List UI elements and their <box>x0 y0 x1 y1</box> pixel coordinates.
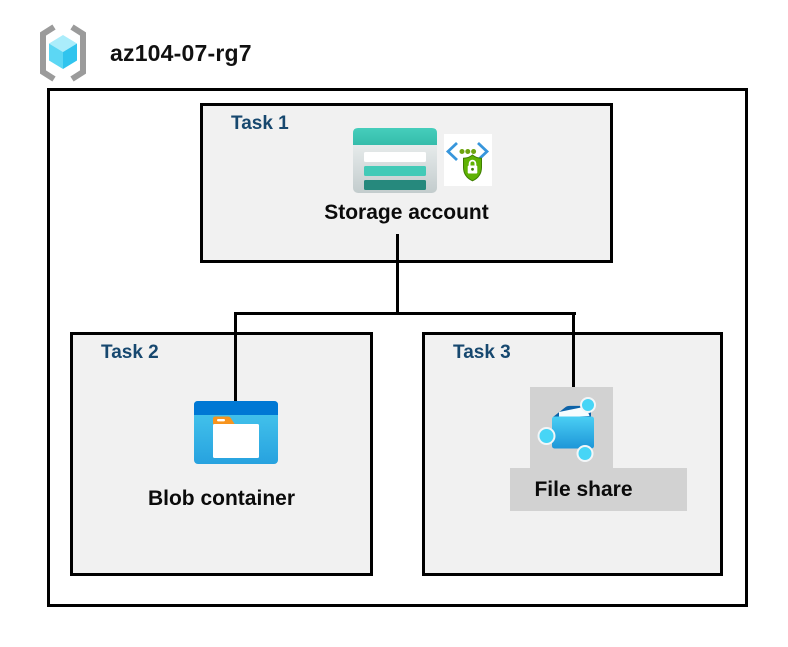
storage-account-icon <box>353 128 437 193</box>
connector-to-file-share <box>572 314 575 392</box>
connector-to-blob-container <box>234 314 237 401</box>
task1-box: Task 1 <box>200 103 613 263</box>
resource-group-name: az104-07-rg7 <box>110 40 252 66</box>
connector-storage-stem <box>396 234 399 314</box>
resource-group-icon <box>40 24 86 82</box>
file-share-caption: File share <box>534 477 633 501</box>
blob-container-icon <box>194 401 278 464</box>
task1-label: Task 1 <box>231 113 289 134</box>
connector-horizontal <box>234 312 576 315</box>
storage-account-caption: Storage account <box>324 201 489 224</box>
task3-label: Task 3 <box>453 342 511 363</box>
secure-access-icon <box>444 134 492 186</box>
task2-label: Task 2 <box>101 342 159 363</box>
blob-container-caption: Blob container <box>147 487 295 510</box>
file-share-icon <box>537 396 596 462</box>
file-share-icon-background <box>530 387 613 468</box>
file-share-caption-band: File share <box>510 468 687 511</box>
